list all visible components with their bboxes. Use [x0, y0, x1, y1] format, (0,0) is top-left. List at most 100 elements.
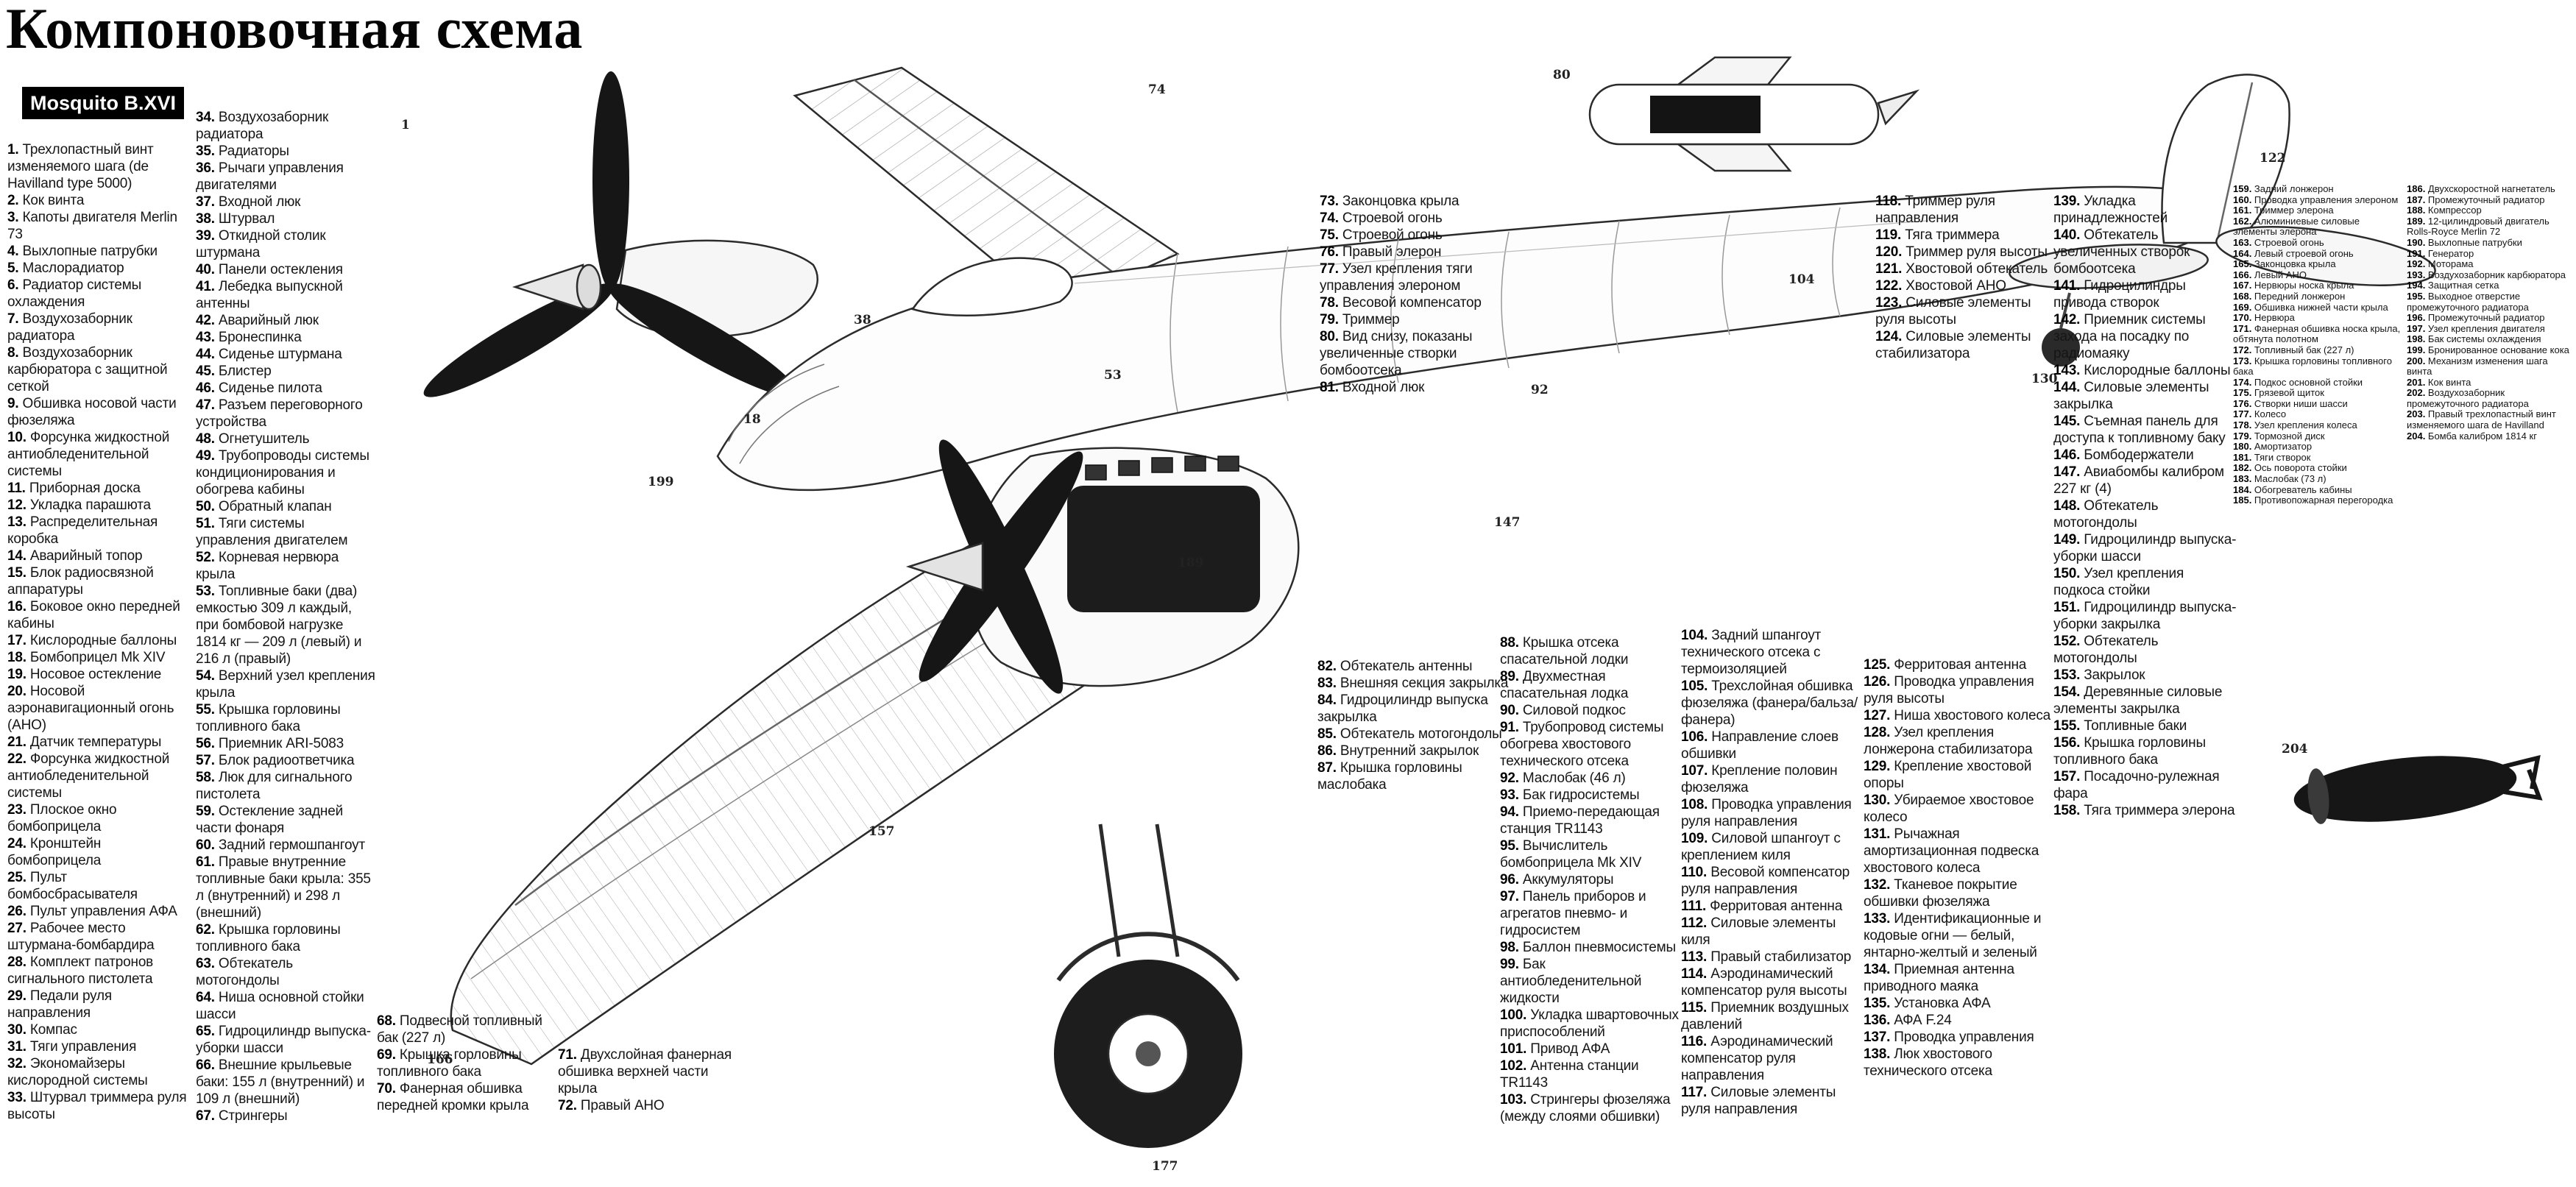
- part-item: 49. Трубопроводы системы кондиционирован…: [196, 448, 369, 497]
- part-item: 47. Разъем переговорного устройства: [196, 397, 363, 430]
- part-item: 13. Распределительная коробка: [7, 514, 158, 547]
- part-item: 192. Моторама: [2407, 258, 2474, 270]
- part-item: 170. Нервюра: [2233, 312, 2295, 324]
- part-item: 150. Узел крепления подкоса стойки: [2053, 566, 2184, 598]
- part-item: 56. Приемник ARI-5083: [196, 736, 344, 751]
- part-item: 51. Тяги системы управления двигателем: [196, 516, 348, 548]
- part-item: 107. Крепление половин фюзеляжа: [1681, 763, 1838, 796]
- part-item: 86. Внутренний закрылок: [1317, 743, 1479, 759]
- part-item: 160. Проводка управления элероном: [2233, 194, 2399, 205]
- part-item: 127. Ниша хвостового колеса: [1864, 708, 2050, 723]
- part-item: 63. Обтекатель мотогондолы: [196, 956, 293, 988]
- page-title: Компоновочная схема: [6, 0, 583, 60]
- part-item: 148. Обтекатель мотогондолы: [2053, 498, 2159, 531]
- part-item: 155. Топливные баки: [2053, 718, 2187, 734]
- part-item: 197. Узел крепления двигателя: [2407, 322, 2545, 334]
- part-item: 99. Бак антиобледенительной жидкости: [1500, 957, 1642, 1006]
- part-item: 149. Гидроцилиндр выпуска-уборки шасси: [2053, 532, 2237, 564]
- parts-list-71-72: 71. Двухслойная фанерная обшивка верхней…: [558, 1046, 743, 1114]
- part-item: 199. Бронированное основание кока: [2407, 344, 2569, 355]
- part-item: 186. Двухскоростной нагнетатель: [2407, 183, 2555, 194]
- part-item: 69. Крышка горловины топливного бака: [377, 1047, 522, 1080]
- part-item: 2. Кок винта: [7, 193, 85, 208]
- part-item: 159. Задний лонжерон: [2233, 183, 2334, 194]
- part-item: 1. Трехлопастный винт изменяемого шага (…: [7, 142, 154, 191]
- part-item: 67. Стрингеры: [196, 1108, 288, 1124]
- part-item: 85. Обтекатель мотогондолы: [1317, 726, 1502, 742]
- part-item: 93. Бак гидросистемы: [1500, 787, 1640, 803]
- part-item: 108. Проводка управления руля направлени…: [1681, 797, 1852, 829]
- part-item: 84. Гидроцилиндр выпуска закрылка: [1317, 692, 1488, 725]
- part-item: 31. Тяги управления: [7, 1039, 137, 1055]
- part-item: 3. Капоты двигателя Merlin 73: [7, 210, 177, 242]
- part-item: 165. Законцовка крыла: [2233, 258, 2336, 270]
- part-item: 182. Ось поворота стойки: [2233, 462, 2347, 474]
- part-item: 113. Правый стабилизатор: [1681, 949, 1852, 965]
- part-item: 158. Тяга триммера элерона: [2053, 803, 2235, 818]
- part-item: 34. Воздухозаборник радиатора: [196, 110, 329, 142]
- part-item: 104. Задний шпангоут технического отсека…: [1681, 628, 1822, 677]
- part-item: 36. Рычаги управления двигателями: [196, 160, 344, 193]
- part-item: 66. Внешние крыльевые баки: 155 л (внутр…: [196, 1057, 365, 1107]
- part-item: 8. Воздухозаборник карбюратора с защитно…: [7, 345, 168, 394]
- part-item: 175. Грязевой щиток: [2233, 387, 2324, 399]
- part-item: 157. Посадочно-рулежная фара: [2053, 769, 2220, 801]
- part-item: 4. Выхлопные патрубки: [7, 244, 158, 259]
- part-item: 29. Педали руля направления: [7, 988, 112, 1021]
- part-item: 174. Подкос основной стойки: [2233, 376, 2363, 388]
- part-item: 102. Антенна станции TR1143: [1500, 1058, 1639, 1091]
- part-item: 106. Направление слоев обшивки: [1681, 729, 1839, 762]
- part-item: 5. Маслорадиатор: [7, 261, 124, 276]
- part-item: 71. Двухслойная фанерная обшивка верхней…: [558, 1047, 732, 1096]
- part-item: 177. Колесо: [2233, 408, 2287, 420]
- part-item: 110. Весовой компенсатор руля направлени…: [1681, 865, 1850, 897]
- part-item: 45. Блистер: [196, 364, 272, 379]
- part-item: 138. Люк хвостового технического отсека: [1864, 1046, 1992, 1079]
- part-item: 48. Огнетушитель: [196, 431, 310, 447]
- part-item: 147. Авиабомбы калибром 227 кг (4): [2053, 464, 2224, 497]
- part-item: 7. Воздухозаборник радиатора: [7, 311, 132, 344]
- part-item: 54. Верхний узел крепления крыла: [196, 668, 375, 701]
- part-item: 92. Маслобак (46 л): [1500, 770, 1626, 786]
- part-item: 144. Силовые элементы закрылка: [2053, 380, 2209, 412]
- part-item: 24. Кронштейн бомбоприцела: [7, 836, 102, 868]
- part-item: 115. Приемник воздушных давлений: [1681, 1000, 1849, 1032]
- part-item: 114. Аэродинамический компенсатор руля в…: [1681, 966, 1847, 999]
- part-item: 17. Кислородные баллоны: [7, 633, 177, 648]
- part-item: 136. АФА F.24: [1864, 1013, 1952, 1028]
- part-item: 46. Сиденье пилота: [196, 380, 322, 396]
- parts-list-1-33: 1. Трехлопастный винт изменяемого шага (…: [7, 141, 193, 1123]
- part-item: 79. Триммер: [1320, 312, 1400, 327]
- landing-gear-wheel: [1054, 823, 1242, 1148]
- part-item: 141. Гидроцилиндры привода створок: [2053, 278, 2186, 311]
- part-item: 39. Откидной столик штурмана: [196, 228, 326, 261]
- part-item: 145. Съемная панель для доступа к топлив…: [2053, 414, 2226, 446]
- part-item: 179. Тормозной диск: [2233, 430, 2325, 442]
- part-item: 116. Аэродинамический компенсатор руля н…: [1681, 1034, 1833, 1083]
- part-item: 35. Радиаторы: [196, 143, 289, 159]
- part-item: 19. Носовое остекление: [7, 667, 162, 682]
- part-item: 18. Бомбоприцел Mk XIV: [7, 650, 166, 665]
- part-item: 156. Крышка горловины топливного бака: [2053, 735, 2206, 768]
- part-item: 38. Штурвал: [196, 211, 275, 227]
- part-item: 130. Убираемое хвостовое колесо: [1864, 793, 2034, 825]
- part-item: 172. Топливный бак (227 л): [2233, 344, 2354, 355]
- part-item: 184. Обогреватель кабины: [2233, 483, 2352, 495]
- part-item: 198. Бак системы охлаждения: [2407, 333, 2541, 345]
- part-item: 118. Триммер руля направления: [1875, 194, 1995, 226]
- part-item: 55. Крышка горловины топливного бака: [196, 702, 341, 734]
- part-item: 75. Строевой огонь: [1320, 227, 1443, 243]
- part-item: 62. Крышка горловины топливного бака: [196, 922, 341, 954]
- part-item: 202. Воздухозаборник промежуточного ради…: [2407, 387, 2529, 409]
- part-item: 14. Аварийный топор: [7, 548, 143, 564]
- port-outer-propeller: [423, 71, 818, 397]
- part-item: 180. Амортизатор: [2233, 441, 2313, 453]
- part-item: 119. Тяга триммера: [1875, 227, 2000, 243]
